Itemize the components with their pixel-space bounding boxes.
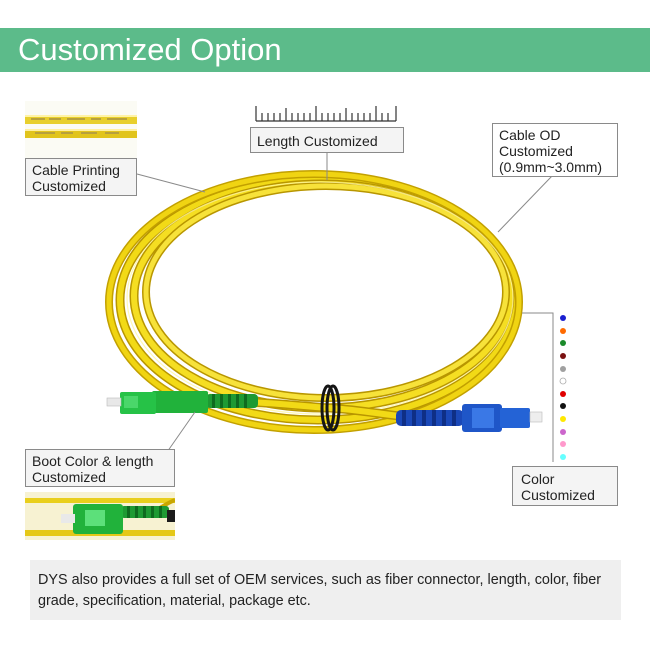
cable-od-line-3: (0.9mm~3.0mm) <box>499 159 603 175</box>
color-callout: Color Customized <box>512 466 618 506</box>
swatch-violet-icon <box>560 429 566 435</box>
boot-color-line-1: Boot Color & length <box>32 453 154 469</box>
swatch-gray-icon <box>560 366 566 372</box>
boot-color-line-2: Customized <box>32 469 106 485</box>
cable-coil <box>105 170 523 434</box>
banner-title: Customized Option <box>18 32 282 67</box>
leader-lines <box>136 152 554 462</box>
swatch-rose-icon <box>560 441 566 447</box>
swatch-orange-icon <box>560 328 566 334</box>
cable-od-line-2: Customized <box>499 143 573 159</box>
color-swatch-list <box>559 315 567 460</box>
swatch-aqua-icon <box>560 454 566 460</box>
cable-printing-callout: Cable Printing Customized <box>25 158 137 196</box>
color-line-1: Color <box>521 471 555 487</box>
cable-od-callout: Cable OD Customized (0.9mm~3.0mm) <box>492 123 618 177</box>
swatch-black-icon <box>560 403 566 409</box>
cable-printing-thumbnail <box>25 101 137 159</box>
ruler-icon <box>255 106 397 122</box>
swatch-green-icon <box>560 340 566 346</box>
length-callout: Length Customized <box>250 127 404 153</box>
cable-printing-line-1: Cable Printing <box>32 162 120 178</box>
sc-upc-connector <box>396 404 543 432</box>
sc-apc-connector <box>106 391 258 414</box>
title-banner: Customized Option <box>0 28 650 72</box>
oem-services-text: DYS also provides a full set of OEM serv… <box>38 572 602 609</box>
cable-tie <box>320 384 341 432</box>
swatch-brown-icon <box>560 353 566 359</box>
swatch-red-icon <box>560 391 566 397</box>
swatch-yellow-icon <box>560 416 566 422</box>
boot-thumbnail <box>25 492 175 540</box>
cable-printing-line-2: Customized <box>32 178 106 194</box>
length-callout-text: Length Customized <box>257 133 378 149</box>
swatch-white-icon <box>559 377 567 385</box>
oem-services-note: DYS also provides a full set of OEM serv… <box>30 560 621 620</box>
color-line-2: Customized <box>521 487 595 503</box>
swatch-blue-icon <box>560 315 566 321</box>
boot-color-callout: Boot Color & length Customized <box>25 449 175 487</box>
cable-od-line-1: Cable OD <box>499 127 561 143</box>
